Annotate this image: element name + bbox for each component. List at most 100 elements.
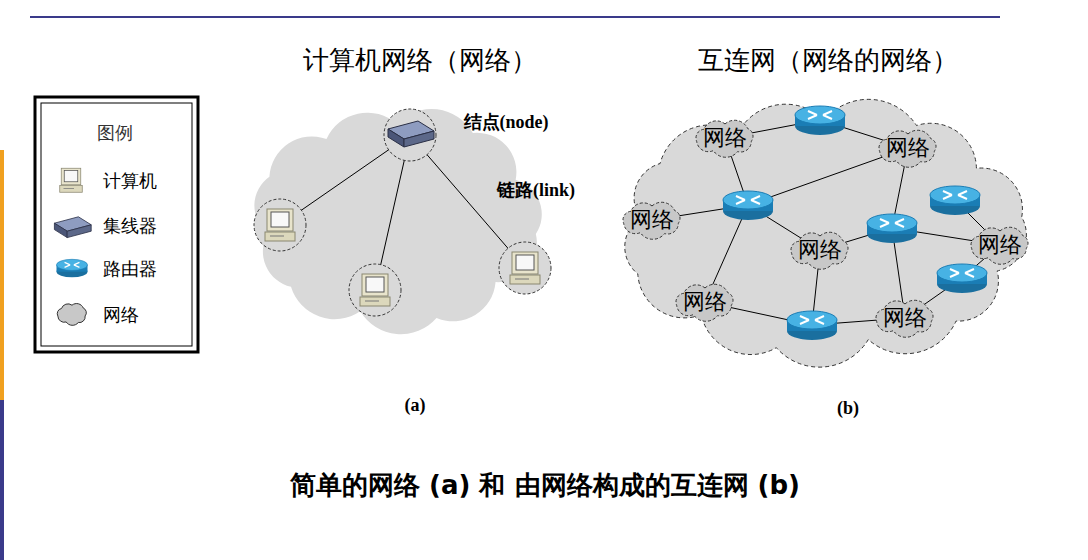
router-arrow — [823, 111, 832, 115]
hub-front — [54, 223, 67, 237]
drive — [64, 188, 75, 189]
router-arrow — [800, 320, 809, 324]
router-arrow — [958, 191, 967, 195]
router-body — [867, 223, 917, 234]
label-wrap: 网络 — [686, 113, 764, 163]
router-arrow — [895, 223, 904, 227]
cloud-shape — [696, 120, 753, 157]
legend-text: 计算机 — [103, 169, 157, 193]
router-arrow — [74, 265, 80, 267]
router-top — [57, 259, 88, 270]
router-arrow — [965, 273, 974, 277]
label-wrap: 网络 — [866, 293, 944, 343]
screen — [271, 212, 289, 227]
router-icon — [795, 106, 845, 135]
monitor — [512, 252, 538, 274]
legend-frame — [41, 103, 192, 346]
router-icon — [930, 186, 980, 215]
router-arrow — [895, 219, 904, 223]
router-arrow — [950, 273, 959, 277]
panel-label: (a) — [405, 395, 426, 416]
base — [360, 297, 390, 306]
router-icon — [723, 191, 773, 220]
router-icon — [787, 311, 837, 340]
router-arrow — [965, 269, 974, 273]
label-wrap: 网络 — [666, 277, 744, 327]
router-arrow — [815, 320, 824, 324]
network-cloud: 网络 — [666, 277, 744, 327]
panel-label: (b) — [837, 398, 859, 419]
cloud-shape — [625, 99, 1027, 367]
network-label: 网络 — [630, 205, 674, 235]
router-arrow — [808, 111, 817, 115]
router-arrow — [800, 316, 809, 320]
router-arrow — [808, 115, 817, 119]
router-top — [723, 191, 773, 209]
side-bar — [0, 400, 4, 560]
legend-frame — [35, 97, 198, 352]
computer-icon — [60, 168, 83, 192]
network-label: 网络 — [683, 287, 727, 317]
hub-side — [404, 131, 434, 147]
base — [510, 275, 540, 284]
router-icon — [937, 264, 987, 293]
cloud-shape — [623, 202, 680, 239]
router-body — [930, 195, 980, 206]
hub-top — [388, 121, 434, 139]
router-top — [787, 311, 837, 329]
legend-text: 集线器 — [103, 214, 157, 238]
cloud-shape — [676, 284, 733, 321]
cloud-shape — [254, 109, 541, 334]
router-arrow — [736, 196, 745, 200]
router-body — [795, 115, 845, 126]
router-top — [937, 264, 987, 282]
router-arrow — [823, 115, 832, 119]
caption: 简单的网络 (a) 和 由网络构成的互连网 (b) — [290, 468, 800, 503]
node-ring — [499, 242, 551, 294]
top-rule — [30, 16, 1000, 18]
cloud-icon — [57, 304, 86, 326]
monitor — [61, 168, 81, 185]
label-wrap: 网络 — [613, 195, 691, 245]
network-label: 网络 — [886, 133, 930, 163]
node-ring — [254, 199, 306, 251]
router-arrow — [815, 316, 824, 320]
drive — [365, 301, 379, 302]
link-line — [280, 135, 410, 225]
screen — [366, 277, 384, 292]
cloud-shape — [876, 300, 933, 337]
router-bottom — [795, 117, 845, 135]
link-line — [410, 135, 525, 268]
hub-front — [388, 129, 404, 147]
computer-icon — [510, 252, 540, 284]
internet-cloud: 互连网（网络的网络）网络网络网络网络网络网络网络 — [598, 85, 1050, 378]
monitor — [267, 209, 293, 231]
legend-title: 图例 — [97, 121, 133, 145]
heading: 互连网（网络的网络） — [698, 43, 958, 78]
label-wrap: 网络 — [781, 225, 859, 275]
side-bar — [0, 150, 4, 400]
router-arrow — [880, 223, 889, 227]
link-line — [375, 135, 410, 290]
screen — [64, 171, 78, 182]
legend-icons — [54, 168, 91, 325]
legend-text: 路由器 — [103, 257, 157, 281]
hub-icon — [388, 121, 434, 147]
base — [265, 232, 295, 241]
router-bottom — [937, 275, 987, 293]
router-arrow — [65, 265, 71, 267]
router-arrow — [943, 195, 952, 199]
router-arrow — [65, 262, 71, 264]
monitor — [362, 274, 388, 296]
network-label: 网络 — [978, 230, 1022, 260]
legend-text: 网络 — [103, 303, 139, 327]
router-bottom — [930, 197, 980, 215]
router-arrow — [943, 191, 952, 195]
cloud-shape — [971, 227, 1028, 264]
network-cloud: 网络 — [869, 123, 947, 173]
router-arrow — [958, 195, 967, 199]
network-cloud: 网络 — [781, 225, 859, 275]
router-arrow — [74, 262, 80, 264]
drive — [270, 236, 284, 237]
